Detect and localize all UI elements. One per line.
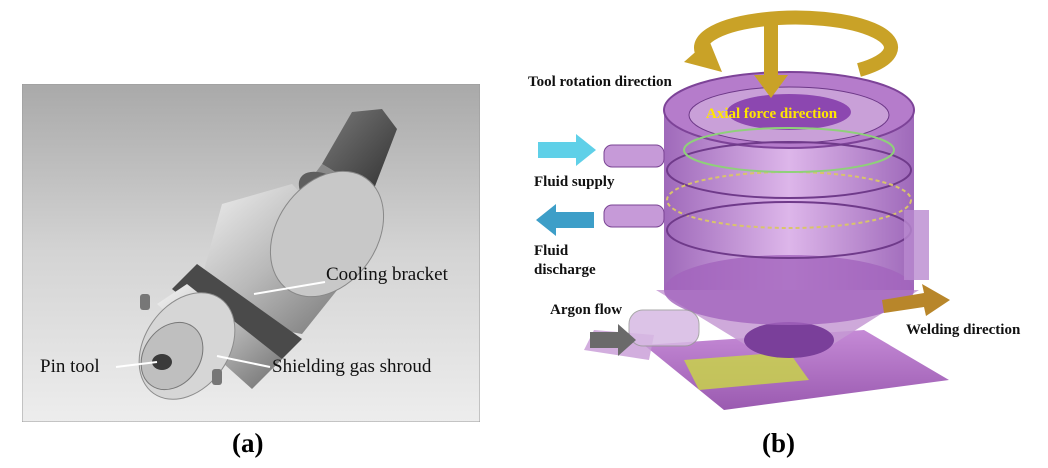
pin-tool-tip: [152, 354, 172, 370]
axial-force-label: Axial force direction: [706, 106, 838, 122]
welding-direction-label: Welding direction: [906, 322, 1021, 338]
fluid-supply-fitting: [603, 144, 665, 168]
fluid-supply-arrow: [538, 134, 596, 166]
fluid-supply-label: Fluid supply: [534, 174, 615, 190]
argon-flow-arrow: [590, 324, 636, 356]
tool-holder-render: [22, 84, 480, 422]
caption-b: (b): [762, 428, 795, 458]
argon-pipe: [628, 309, 700, 347]
pin-tool-label: Pin tool: [40, 356, 100, 377]
fluid-discharge-arrow: [536, 204, 594, 236]
argon-flow-label: Argon flow: [550, 302, 623, 318]
cooling-bracket-label: Cooling bracket: [326, 264, 448, 285]
tool-rotation-label: Tool rotation direction: [528, 74, 672, 90]
fluid-discharge-label-line1: Fluid: [534, 243, 569, 259]
caption-a: (a): [232, 428, 264, 458]
welding-direction-arrow: [882, 284, 950, 316]
fluid-discharge-label-line2: discharge: [534, 262, 596, 278]
panel-b-device-schematic: Tool rotation direction Axial force dire…: [524, 0, 1048, 430]
shielding-gas-shroud-label: Shielding gas shroud: [272, 356, 432, 377]
fluid-discharge-fitting: [603, 204, 665, 228]
cooling-bracket-band: [172, 264, 302, 369]
panel-a-cad-render: Cooling bracket Pin tool Shielding gas s…: [22, 84, 480, 422]
welding-device-render: [536, 10, 950, 410]
weld-seam: [684, 352, 809, 390]
rotation-arrow: [694, 10, 898, 77]
axial-force-arrow: [764, 22, 778, 77]
